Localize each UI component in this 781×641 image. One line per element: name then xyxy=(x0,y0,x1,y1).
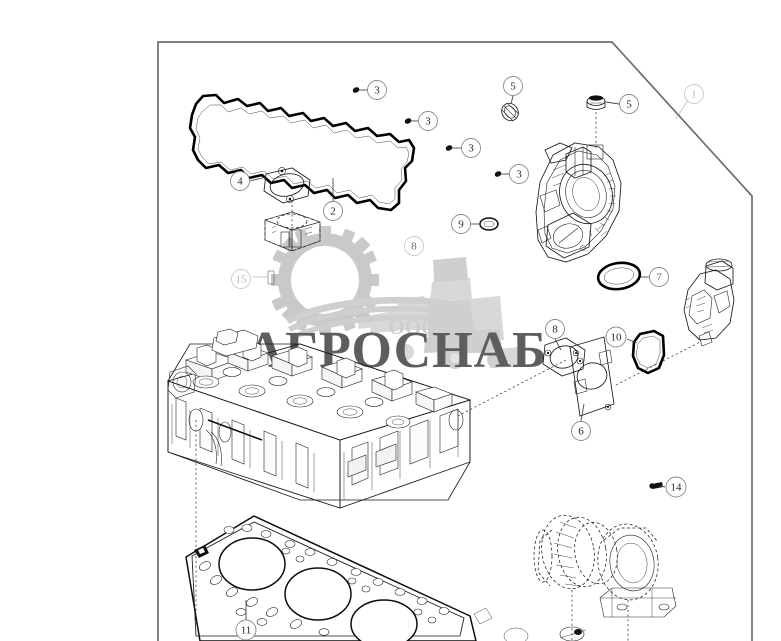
callout-1[interactable]: 1 xyxy=(675,84,704,120)
callout-3a[interactable]: 3 xyxy=(359,80,387,100)
callout-10[interactable]: 10 xyxy=(605,326,638,348)
callout-bubble[interactable] xyxy=(605,326,627,348)
callout-label: 1 xyxy=(691,89,697,101)
callout-label: 3 xyxy=(425,116,431,128)
callout-label: 9 xyxy=(458,219,464,231)
part-mounting-plate-gasket xyxy=(451,336,701,420)
callout-5a[interactable]: 5 xyxy=(503,76,523,105)
callout-3d[interactable]: 3 xyxy=(501,164,529,184)
callout-label: 6 xyxy=(578,426,584,438)
part-turbocharger xyxy=(503,514,677,641)
watermark-gear-icon xyxy=(271,226,450,340)
callout-bubble[interactable] xyxy=(684,84,704,104)
callout-bubble[interactable] xyxy=(619,94,639,114)
callout-label: 3 xyxy=(374,85,380,97)
callout-5b[interactable]: 5 xyxy=(605,94,639,114)
callout-4[interactable]: 4 xyxy=(230,171,267,191)
part-thermostat-housing xyxy=(683,258,735,347)
callout-6[interactable]: 6 xyxy=(571,403,591,441)
callout-bubble[interactable] xyxy=(323,201,343,221)
part-fastener-plugs xyxy=(352,87,502,177)
part-cap-plug-top xyxy=(586,95,606,148)
part-valve-cover-gasket xyxy=(188,93,416,212)
callout-8a[interactable]: 8 xyxy=(404,236,424,256)
callout-11[interactable]: 11 xyxy=(235,600,257,641)
callout-label: 5 xyxy=(510,81,516,93)
callout-3c[interactable]: 3 xyxy=(452,138,481,158)
misc-edge-elements xyxy=(473,607,493,625)
callout-label: 14 xyxy=(671,482,683,494)
part-flange-gasket xyxy=(263,167,311,204)
part-cylinder-head xyxy=(166,328,472,509)
callout-bubble[interactable] xyxy=(461,138,481,158)
callout-bubble[interactable] xyxy=(235,619,257,641)
callout-15[interactable]: 15 xyxy=(231,269,251,289)
diagram-frame-border xyxy=(157,41,753,641)
callout-bubble[interactable] xyxy=(545,319,565,339)
callout-bubble[interactable] xyxy=(503,76,523,96)
callout-label: 5 xyxy=(626,99,632,111)
part-dowel-pin xyxy=(253,270,275,285)
part-small-pin-fastener xyxy=(649,482,663,489)
callout-label: 7 xyxy=(656,272,662,284)
callout-bubble[interactable] xyxy=(231,269,251,289)
callout-label: 3 xyxy=(516,169,522,181)
callout-9[interactable]: 9 xyxy=(451,214,481,234)
callout-bubble[interactable] xyxy=(230,171,250,191)
part-cap-plug-left xyxy=(501,102,520,122)
callout-2[interactable]: 2 xyxy=(323,178,343,221)
callout-label: 3 xyxy=(468,143,474,155)
callout-14[interactable]: 14 xyxy=(659,476,687,498)
callout-label: 8 xyxy=(411,241,417,253)
part-water-pump-housing xyxy=(535,142,622,263)
part-profile-seal xyxy=(631,329,666,375)
callout-bubble[interactable] xyxy=(418,111,438,131)
callout-bubble[interactable] xyxy=(509,164,529,184)
part-small-housing-block xyxy=(264,200,321,252)
callout-label: 2 xyxy=(330,206,336,218)
callout-bubble[interactable] xyxy=(451,214,471,234)
callout-8b[interactable]: 8 xyxy=(545,319,565,351)
callout-bubble[interactable] xyxy=(649,267,669,287)
callout-bubble[interactable] xyxy=(367,80,387,100)
callout-label: 4 xyxy=(237,176,243,188)
callout-label: 10 xyxy=(611,332,623,344)
callout-label: 15 xyxy=(236,274,248,286)
callout-7[interactable]: 7 xyxy=(641,267,669,287)
callout-bubble[interactable] xyxy=(571,421,591,441)
callout-bubble[interactable] xyxy=(665,476,687,498)
watermark-ooo: ООО xyxy=(388,315,437,339)
callout-label: 11 xyxy=(241,625,252,637)
callout-bubble[interactable] xyxy=(404,236,424,256)
callout-3b[interactable]: 3 xyxy=(411,111,438,131)
part-oval-gasket xyxy=(542,337,586,377)
part-head-gasket xyxy=(185,420,477,641)
part-large-o-ring xyxy=(596,261,642,291)
callout-label: 8 xyxy=(552,324,558,336)
